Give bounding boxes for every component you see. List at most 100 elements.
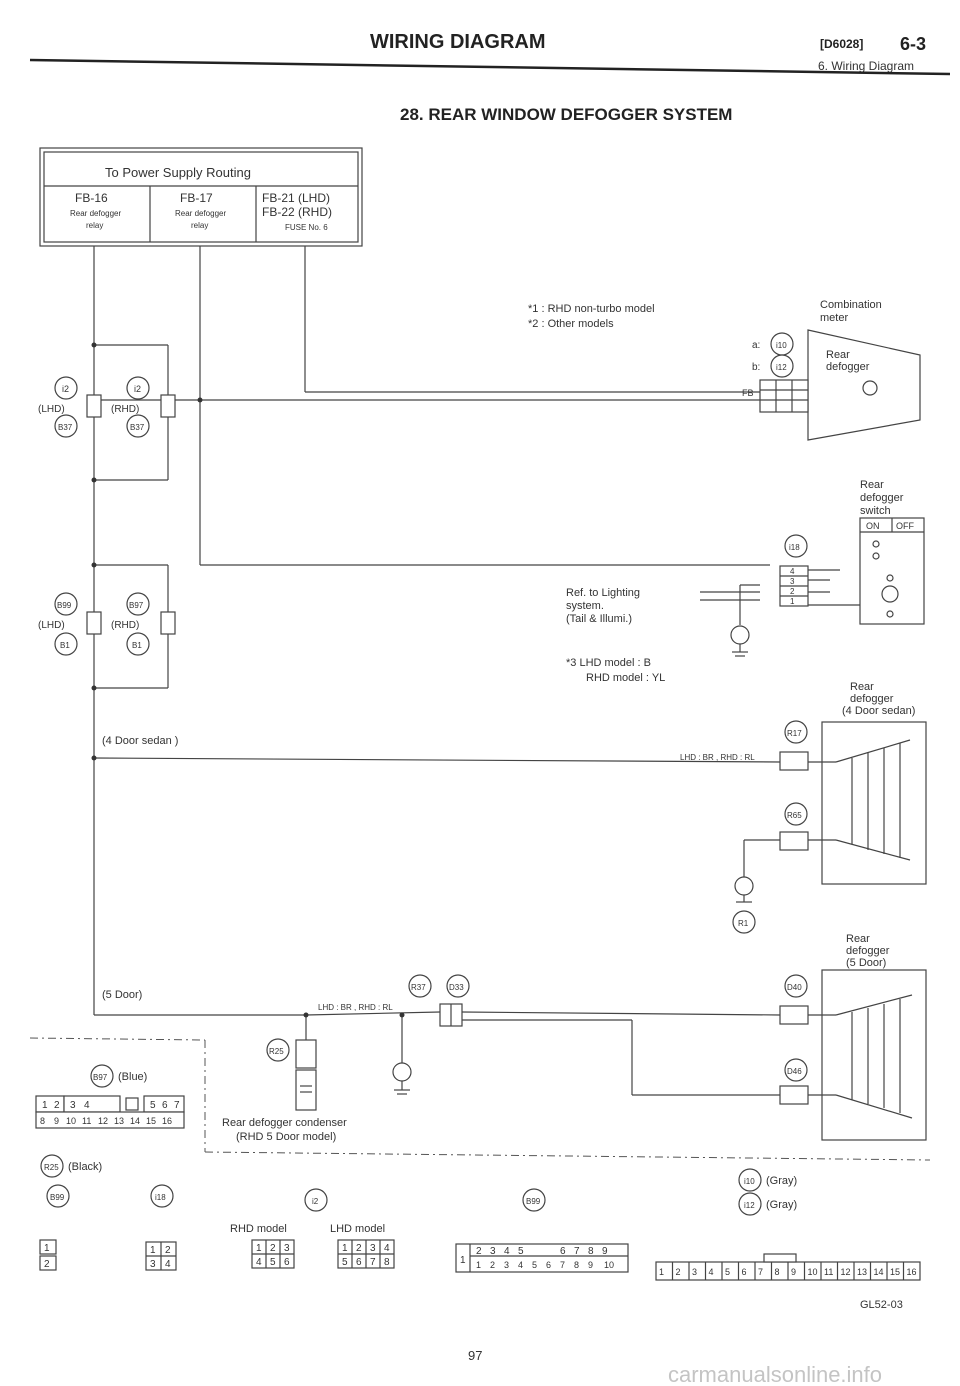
conn-i2-b: i2 (134, 384, 141, 394)
pin-label: 2 (476, 1246, 482, 1257)
lhd-model-label: LHD model (330, 1223, 385, 1235)
door5-conn-4: D46 (787, 1067, 802, 1076)
pin-6: 6 (162, 1100, 168, 1111)
pin-label: 8 (384, 1257, 390, 1268)
conn-b99-a: B99 (57, 601, 72, 610)
sedan-defogger: Rear defogger (4 Door sedan) (4 Door sed… (102, 681, 927, 934)
page-ref: 6-3 (900, 34, 926, 54)
ground-icon (730, 625, 750, 657)
pin-label: 2 (165, 1245, 171, 1256)
pin-label: 2 (270, 1243, 276, 1254)
page-subtitle: 6. Wiring Diagram (818, 59, 914, 73)
pin-label: 4 (384, 1243, 390, 1254)
pin-label: 6 (546, 1260, 551, 1270)
power-supply-title: To Power Supply Routing (105, 165, 251, 180)
pin-label: 4 (709, 1267, 714, 1277)
pin-label: 1 (256, 1243, 262, 1254)
fb16-desc-a: Rear defogger (70, 209, 121, 218)
switch-conn: i18 (789, 543, 800, 552)
pin-label: 5 (725, 1267, 730, 1277)
sedan-wire-color: LHD : BR , RHD : RL (680, 753, 755, 762)
pin-label: 1 (44, 1243, 50, 1254)
pin-label: 5 (270, 1257, 276, 1268)
legend-gray2-conn: i12 (744, 1201, 755, 1210)
door5-title-a: Rear (846, 933, 870, 945)
ground-icon (392, 1062, 412, 1095)
door5-conn-3: D40 (787, 983, 802, 992)
pin-label: 13 (857, 1267, 867, 1277)
pin-label: 9 (588, 1260, 593, 1270)
combination-meter: Combination meter a: i10 b: i12 Rear def… (742, 299, 921, 441)
conn-b37-a: B37 (58, 423, 73, 432)
pin-label: 3 (284, 1243, 290, 1254)
switch-illumination-icon (881, 585, 899, 603)
pin-10: 10 (66, 1116, 76, 1126)
pin-8: 8 (40, 1116, 45, 1126)
conn-b97-a: B97 (129, 601, 144, 610)
pin-label: 16 (907, 1267, 917, 1277)
door5-title-b: defogger (846, 945, 890, 957)
pin-label: 1 (476, 1260, 481, 1270)
fb16-desc-b: relay (86, 221, 103, 230)
connector-rhd-6pin: 1 2 3 4 5 6 (251, 1239, 295, 1269)
pin-3: 3 (70, 1100, 76, 1111)
ground-icon (734, 876, 754, 903)
defogger-indicator-icon (862, 380, 878, 396)
meter-a-label: a: (752, 340, 760, 351)
legend-gray1: (Gray) (766, 1175, 797, 1187)
pin-label: 5 (342, 1257, 348, 1268)
sedan-conn-1: R17 (787, 729, 802, 738)
pin-label: 6 (742, 1267, 747, 1277)
switch-pin-1: 1 (790, 597, 795, 606)
pin-label: 1 (659, 1267, 664, 1277)
defogger-switch: Rear defogger switch ON OFF i18 4 3 2 1 (779, 479, 925, 625)
switch-title-a: Rear (860, 479, 884, 491)
pin-14: 14 (130, 1116, 140, 1126)
conn-b1-a: B1 (60, 641, 70, 650)
relay-lhd-label-2: (LHD) (38, 620, 65, 631)
pin-11: 11 (82, 1116, 91, 1126)
meter-title-a: Combination (820, 299, 882, 311)
pin-label: 6 (284, 1257, 290, 1268)
switch-pin-3: 3 (790, 577, 795, 586)
pin-label: 15 (890, 1267, 900, 1277)
lighting-ref-1: Ref. to Lighting (566, 587, 640, 599)
switch-title-b: defogger (860, 492, 904, 504)
sedan-title-c: (4 Door sedan) (842, 705, 915, 717)
sedan-title-b: defogger (850, 693, 894, 705)
switch-on-label: ON (866, 521, 880, 531)
door5-wire-color: LHD : BR , RHD : RL (318, 1003, 393, 1012)
relay-group-lower: B99 (LHD) B1 B97 (RHD) B1 (38, 592, 176, 656)
pin-5: 5 (150, 1100, 156, 1111)
meter-fb-label: FB (742, 388, 754, 398)
pin-label: 3 (692, 1267, 697, 1277)
fb21-label: FB-21 (LHD) (262, 191, 330, 205)
relay-lhd-label: (LHD) (38, 404, 65, 415)
divider (204, 1151, 931, 1161)
meter-conn-b: i12 (776, 363, 787, 372)
conn-i2-a: i2 (62, 384, 69, 394)
connector-big: 1 2 3 4 5 6 7 8 9 1 2 3 4 5 6 7 8 9 10 (455, 1243, 629, 1273)
defogger-condenser: R25 Rear defogger condenser (RHD 5 Door … (222, 1038, 347, 1143)
legend-gray2: (Gray) (766, 1199, 797, 1211)
connector-4pin: 1 2 3 4 (145, 1241, 177, 1271)
pin-label: 3 (504, 1260, 509, 1270)
pin-label: 3 (370, 1243, 376, 1254)
pin-label: 8 (775, 1267, 780, 1277)
pin-label: 8 (588, 1246, 594, 1257)
pin-label: 8 (574, 1260, 579, 1270)
section-title: 28. REAR WINDOW DEFOGGER SYSTEM (400, 105, 732, 124)
fb16-label: FB-16 (75, 191, 108, 205)
pin-2: 2 (54, 1100, 60, 1111)
pin-label: 9 (602, 1246, 608, 1257)
pin-7: 7 (174, 1100, 180, 1111)
divider (29, 1037, 206, 1041)
page-number: 97 (468, 1348, 482, 1363)
conn-b1-b: B1 (132, 641, 142, 650)
pin-1: 1 (42, 1100, 48, 1111)
pin-label: 12 (841, 1267, 851, 1277)
pin-label: 1 (460, 1255, 466, 1266)
sedan-ground-conn: R1 (738, 919, 749, 928)
door5-conn-2: D33 (449, 983, 464, 992)
